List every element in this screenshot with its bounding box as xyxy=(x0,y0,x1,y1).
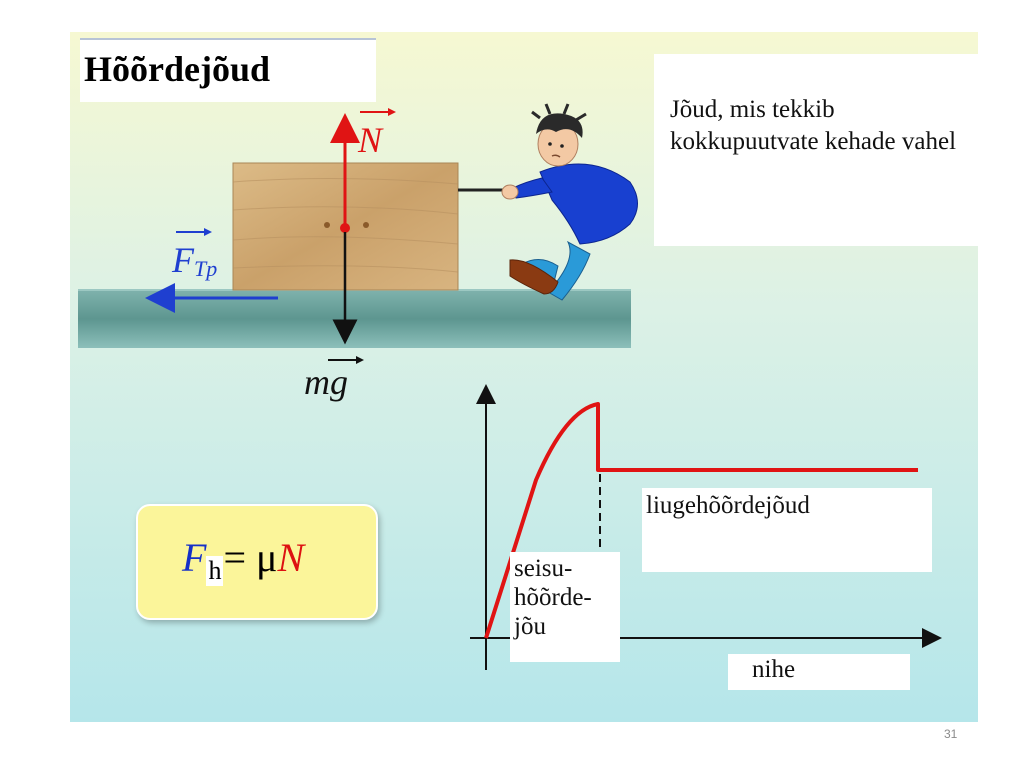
formula-equals-mu: = μ xyxy=(223,535,278,580)
friction-formula: Fh= μN xyxy=(182,534,304,586)
x-axis-label: nihe xyxy=(752,656,796,683)
x-axis-label-box: nihe xyxy=(728,654,910,690)
friction-force-label: FTp xyxy=(171,228,217,281)
definition-box: Jõud, mis tekkib kokkupuutvate kehade va… xyxy=(654,54,978,246)
slide: N mg FTp Hõõrdejõud Jõud, mis tekkib kok… xyxy=(70,32,978,722)
static-friction-label-box: seisu- hõõrde- jõu xyxy=(510,552,620,662)
gravity-label: mg xyxy=(304,356,364,402)
formula-normal: N xyxy=(277,535,305,580)
slide-title: Hõõrdejõud xyxy=(84,49,271,89)
definition-text: Jõud, mis tekkib kokkupuutvate kehade va… xyxy=(670,96,957,155)
formula-subscript: h xyxy=(206,556,224,586)
formula-force-symbol: F xyxy=(182,535,207,580)
kinetic-friction-label: liugehõõrdejõud xyxy=(646,492,810,519)
friction-curve xyxy=(484,402,918,639)
person-pulling-icon xyxy=(501,103,638,301)
title-box: Hõõrdejõud xyxy=(80,38,376,102)
page-number: 31 xyxy=(944,727,958,741)
normal-force-label: N xyxy=(357,108,396,160)
svg-text:FTp: FTp xyxy=(171,240,217,281)
static-friction-label: seisu- hõõrde- jõu xyxy=(514,555,592,640)
kinetic-friction-label-box: liugehõõrdejõud xyxy=(642,488,932,572)
formula-box: Fh= μN xyxy=(136,504,378,620)
svg-text:N: N xyxy=(357,120,384,160)
svg-text:mg: mg xyxy=(304,362,348,402)
friction-scene: N mg FTp xyxy=(78,103,942,670)
